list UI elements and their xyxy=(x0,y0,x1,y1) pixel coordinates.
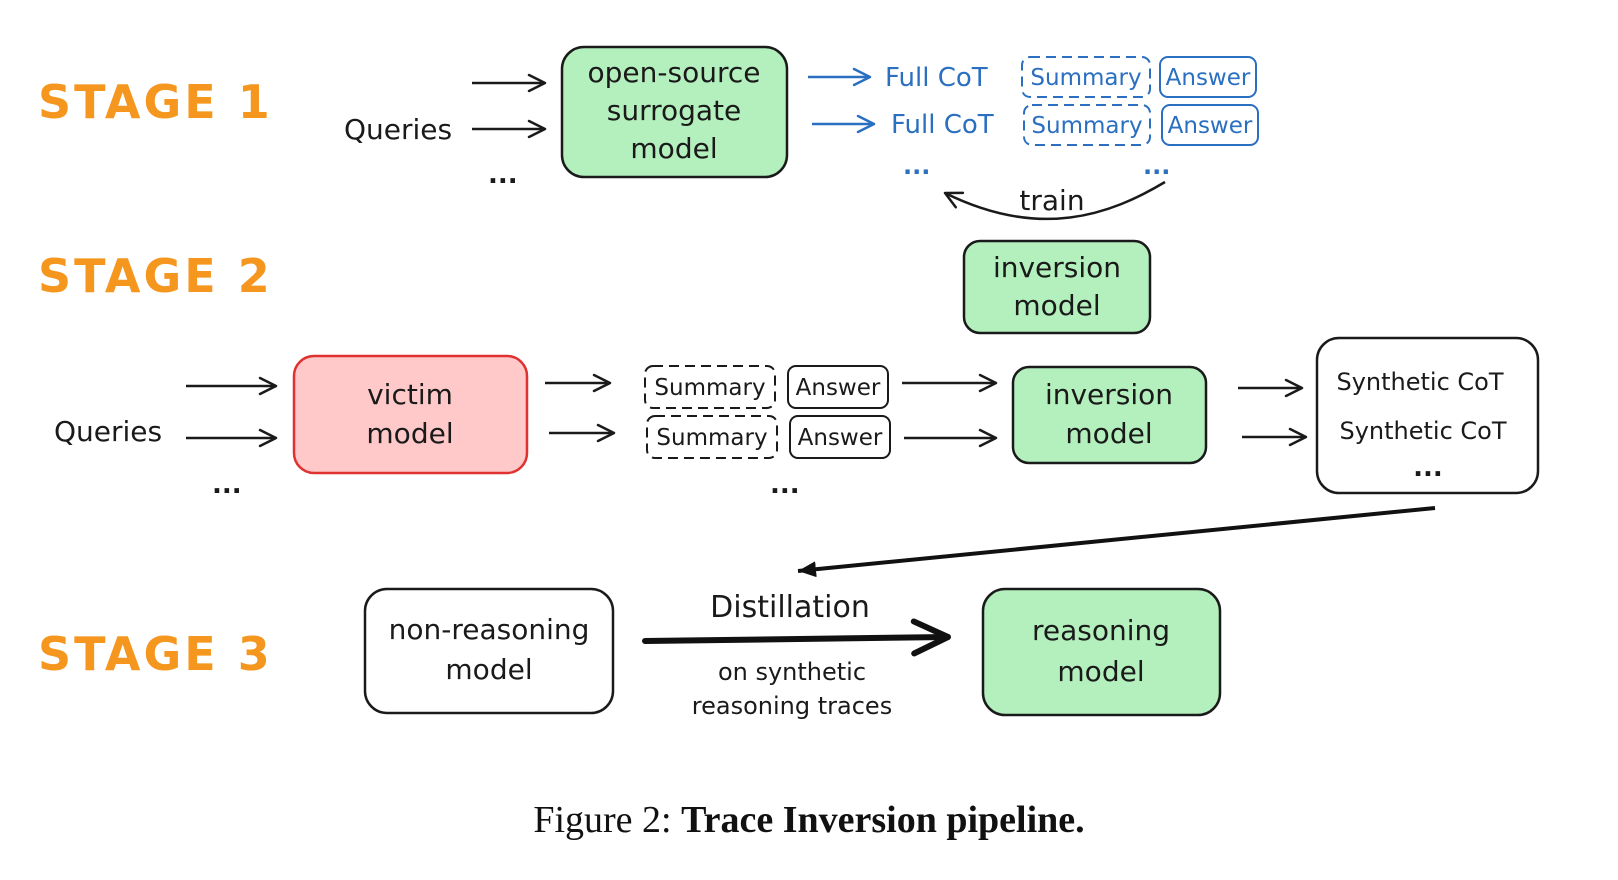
full-cot-label: Full CoT xyxy=(891,110,994,140)
stage1-summary-label: Summary xyxy=(1031,113,1142,139)
reasoning-model-line: model xyxy=(1057,655,1144,688)
inversion-model-top-box xyxy=(962,239,1152,335)
stage2-summary-label: Summary xyxy=(654,375,765,401)
stage2-summary-box xyxy=(644,365,776,409)
stage1-answer-box xyxy=(1161,104,1259,146)
synthetic-cot-ellipsis: ... xyxy=(1413,453,1443,483)
surrogate-model-line: surrogate xyxy=(607,94,742,127)
surrogate-model-line: open-source xyxy=(588,56,761,89)
synthetic-cot-line: Synthetic CoT xyxy=(1339,417,1506,445)
train-arrow xyxy=(943,180,1166,221)
stage2-answer-label: Answer xyxy=(798,425,883,451)
pipeline-diagram: STAGE 1 STAGE 2 STAGE 3 Queries ... open… xyxy=(38,45,1540,720)
caption-prefix: Figure 2: xyxy=(533,799,672,841)
stage-3-label: STAGE 3 xyxy=(38,627,273,681)
synthetic-cot-box xyxy=(1315,336,1540,495)
inversion-model-top-line: inversion xyxy=(993,251,1121,284)
stage2-to-stage3-arrow xyxy=(797,506,1436,578)
stage1-answer-box xyxy=(1159,56,1257,98)
stage2-summary-ellipsis: ... xyxy=(770,470,800,500)
synthetic-cot-line: Synthetic CoT xyxy=(1336,368,1503,396)
stage-2-label: STAGE 2 xyxy=(38,249,273,303)
stage2-queries-ellipsis: ... xyxy=(212,470,242,500)
stage1-queries-label: Queries xyxy=(344,113,452,146)
non-reasoning-model-line: non-reasoning xyxy=(389,613,590,646)
non-reasoning-model-box xyxy=(363,587,615,715)
inversion-model-box xyxy=(1011,365,1208,465)
stage1-summary-box xyxy=(1021,56,1151,98)
victim-model-line: victim xyxy=(367,378,453,411)
non-reasoning-model-line: model xyxy=(445,653,532,686)
stage1-cot-ellipsis: ... xyxy=(903,152,930,180)
inversion-model-line: model xyxy=(1065,417,1152,450)
train-label: train xyxy=(1019,184,1084,217)
distillation-label: Distillation xyxy=(710,590,870,625)
inversion-model-line: inversion xyxy=(1045,378,1173,411)
stage1-summary-box xyxy=(1023,104,1151,146)
distillation-arrow xyxy=(642,637,951,641)
inversion-model-top-line: model xyxy=(1013,289,1100,322)
stage-1-label: STAGE 1 xyxy=(38,75,273,129)
caption-title: Trace Inversion pipeline. xyxy=(681,799,1085,841)
stage1-answer-label: Answer xyxy=(1166,65,1251,91)
stage2-queries-label: Queries xyxy=(54,415,162,448)
stage1-answer-ellipsis: ... xyxy=(1143,152,1170,180)
full-cot-label: Full CoT xyxy=(885,63,988,93)
surrogate-model-line: model xyxy=(630,132,717,165)
victim-model-line: model xyxy=(366,417,453,450)
distillation-sub-line: on synthetic xyxy=(718,658,866,686)
reasoning-model-line: reasoning xyxy=(1032,614,1170,647)
stage2-summary-box xyxy=(646,415,778,459)
stage1-queries-ellipsis: ... xyxy=(488,160,518,190)
reasoning-model-box xyxy=(981,587,1222,717)
distillation-sub-line: reasoning traces xyxy=(692,692,892,720)
stage2-answer-label: Answer xyxy=(796,375,881,401)
stage1-answer-label: Answer xyxy=(1168,113,1253,139)
stage2-answer-box xyxy=(789,415,891,459)
stage1-summary-label: Summary xyxy=(1030,65,1141,91)
surrogate-model-box xyxy=(560,45,789,179)
victim-model-box xyxy=(292,354,529,475)
figure-caption: Figure 2: Trace Inversion pipeline. xyxy=(0,798,1618,842)
stage2-summary-label: Summary xyxy=(656,425,767,451)
stage2-answer-box xyxy=(787,365,889,409)
